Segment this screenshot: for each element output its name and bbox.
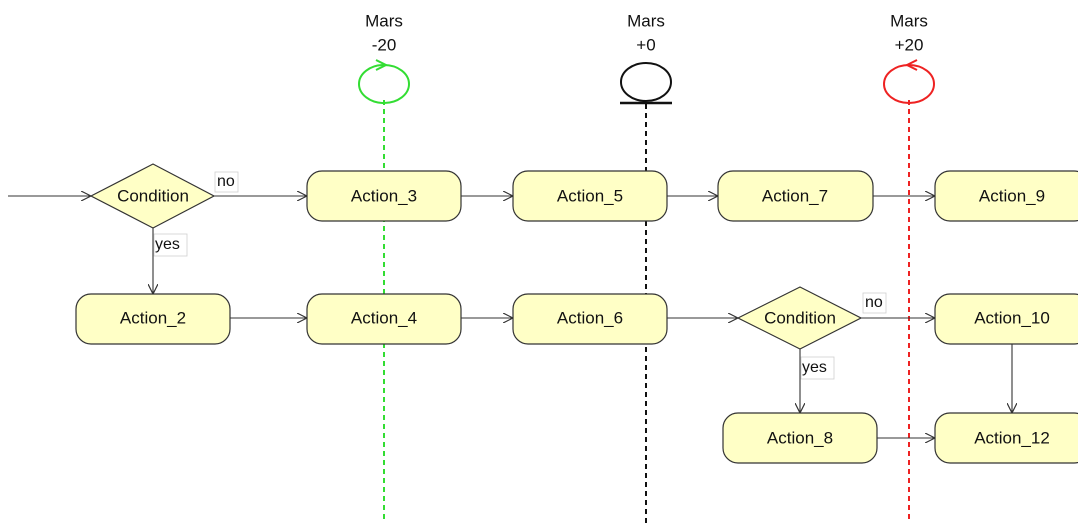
action-node-9[interactable]: Action_9 — [934, 170, 1078, 222]
edge-label-condition-2-yes: yes — [800, 356, 835, 380]
edge-label-condition-1-yes: yes — [153, 233, 188, 257]
svg-text:Condition: Condition — [117, 186, 189, 205]
action-node-6[interactable]: Action_6 — [512, 293, 668, 345]
action-node-8[interactable]: Action_8 — [722, 412, 878, 464]
cycle-ccw-icon — [358, 59, 410, 104]
svg-text:Action_2: Action_2 — [120, 308, 186, 327]
svg-text:no: no — [217, 173, 235, 190]
condition-node-1[interactable]: Condition — [89, 163, 216, 229]
svg-text:yes: yes — [802, 359, 827, 376]
svg-text:Action_10: Action_10 — [974, 308, 1050, 327]
milestone-offset-minus-20: -20 — [372, 35, 397, 54]
svg-text:no: no — [865, 294, 883, 311]
cycle-cw-icon — [883, 59, 935, 104]
milestone-icon — [620, 62, 672, 105]
action-node-2[interactable]: Action_2 — [75, 293, 231, 345]
action-node-12[interactable]: Action_12 — [934, 412, 1078, 464]
svg-text:Action_7: Action_7 — [762, 186, 828, 205]
milestone-title-plus-0: Mars — [627, 11, 665, 30]
svg-text:Action_8: Action_8 — [767, 428, 833, 447]
svg-text:Action_12: Action_12 — [974, 428, 1050, 447]
svg-text:Action_3: Action_3 — [351, 186, 417, 205]
svg-text:Action_6: Action_6 — [557, 308, 623, 327]
action-node-5[interactable]: Action_5 — [512, 170, 668, 222]
condition-node-2[interactable]: Condition — [736, 286, 863, 350]
edge-label-condition-1-no: no — [214, 171, 239, 193]
milestone-title-plus-20: Mars — [890, 11, 928, 30]
svg-text:Condition: Condition — [764, 308, 836, 327]
action-node-10[interactable]: Action_10 — [934, 293, 1078, 345]
svg-text:yes: yes — [155, 236, 180, 253]
action-node-3[interactable]: Action_3 — [306, 170, 462, 222]
edge-label-condition-2-no: no — [862, 292, 887, 314]
milestone-offset-plus-0: +0 — [636, 35, 655, 54]
action-node-7[interactable]: Action_7 — [717, 170, 874, 222]
svg-text:Action_5: Action_5 — [557, 186, 623, 205]
milestone-offset-plus-20: +20 — [895, 35, 924, 54]
action-node-4[interactable]: Action_4 — [306, 293, 462, 345]
svg-text:Action_9: Action_9 — [979, 186, 1045, 205]
milestone-title-minus-20: Mars — [365, 11, 403, 30]
svg-text:Action_4: Action_4 — [351, 308, 417, 327]
